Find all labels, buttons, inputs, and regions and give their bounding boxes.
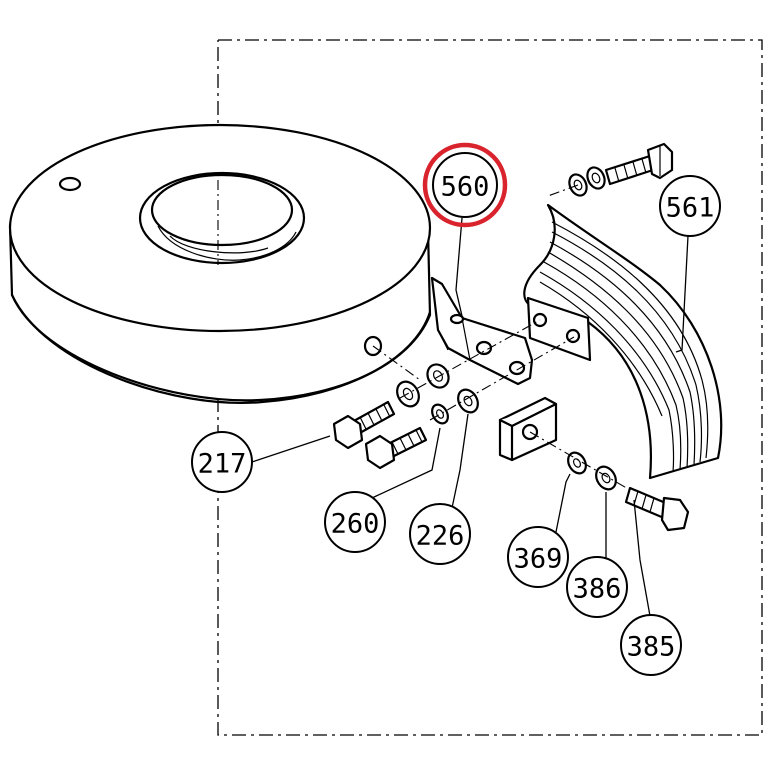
callout-226-label: 226: [416, 521, 465, 552]
callout-217[interactable]: 217: [191, 431, 253, 493]
callout-561[interactable]: 561: [659, 175, 721, 237]
leader-lines: [251, 217, 689, 617]
callout-369-label: 369: [514, 544, 563, 575]
callout-560-highlight-ring: [422, 142, 508, 228]
callout-386[interactable]: 386: [566, 556, 628, 618]
callout-560-label: 560: [441, 172, 490, 203]
callout-386-label: 386: [573, 574, 622, 605]
hardware-parts: [332, 142, 690, 532]
callout-560[interactable]: 560: [432, 152, 498, 218]
callout-226[interactable]: 226: [409, 503, 471, 565]
callout-217-label: 217: [198, 449, 247, 480]
assembly-axes: [399, 184, 631, 491]
callout-385[interactable]: 385: [620, 614, 682, 676]
curved-blade-part: [523, 203, 723, 480]
clamp-block-part: [498, 396, 558, 462]
disc-hub-part: [8, 123, 432, 404]
callout-561-label: 561: [666, 193, 715, 224]
bracket-part: [430, 276, 534, 386]
assembly-boundary: [217, 39, 763, 736]
callout-369[interactable]: 369: [507, 526, 569, 588]
callout-260-label: 260: [331, 509, 380, 540]
callout-385-label: 385: [627, 632, 676, 663]
callout-260[interactable]: 260: [324, 491, 386, 553]
